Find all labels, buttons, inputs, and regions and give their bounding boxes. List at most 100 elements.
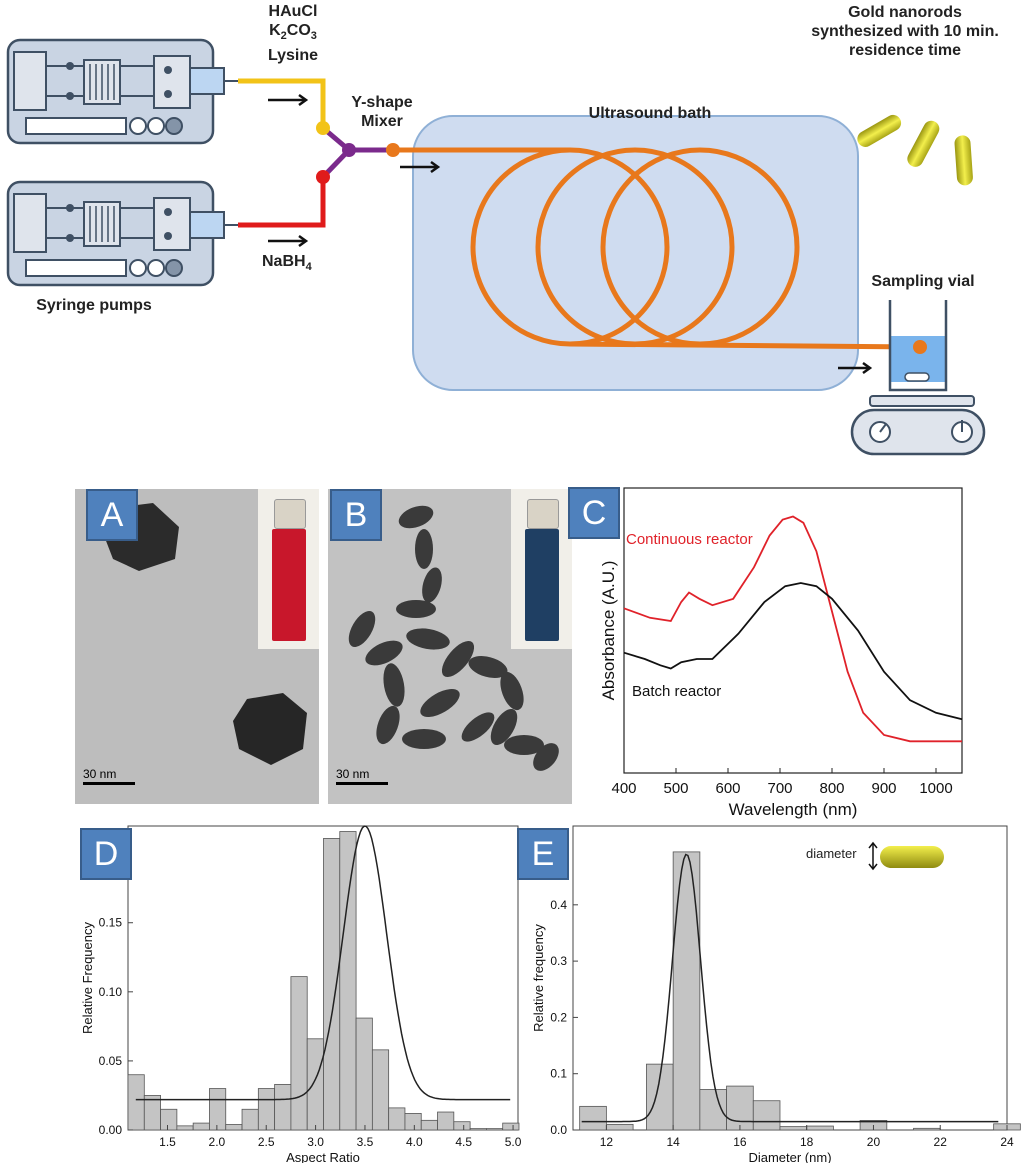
x-tick-label: 900: [871, 780, 896, 797]
histogram-bar: [192, 1122, 210, 1131]
histogram-bar: [209, 1088, 227, 1131]
y-axis-label: Relative Frequency: [80, 922, 95, 1034]
tube-red: [238, 177, 326, 228]
x-tick-label: 3.0: [307, 1135, 324, 1149]
histogram-bar: [241, 1108, 259, 1131]
histogram-bar: [420, 1119, 438, 1131]
diameter-inset-label: diameter: [806, 846, 857, 861]
panel-label-b: B: [330, 489, 382, 541]
x-tick-label: 16: [733, 1135, 747, 1149]
reactor-coil: [393, 147, 921, 350]
vial-photo-b: [511, 489, 572, 649]
x-tick-label: 700: [767, 780, 792, 797]
fit-curve: [135, 825, 511, 1101]
histogram-bar: [437, 1111, 455, 1131]
fit-curve: [581, 853, 999, 1123]
x-axis-label: Wavelength (nm): [729, 800, 858, 819]
reagent-label-bottom: NaBH4: [262, 253, 312, 274]
y-tick-label: 0.10: [99, 985, 123, 999]
ultrasound-bath: [412, 115, 859, 391]
histogram-bar: [127, 1074, 145, 1131]
panel-label-d: D: [80, 828, 132, 880]
histogram-bar: [486, 1128, 504, 1131]
histogram-bar: [579, 1105, 607, 1131]
reagent-k2co3: K2CO3: [269, 22, 317, 43]
y-tick-label: 0.15: [99, 916, 123, 930]
y-tick-label: 0.0: [550, 1123, 567, 1137]
flow-schematic: [6, 38, 986, 456]
x-tick-label: 4.5: [455, 1135, 472, 1149]
x-tick-label: 18: [800, 1135, 814, 1149]
y-mixer-junction: [342, 143, 356, 157]
y-tick-label: 0.2: [550, 1010, 567, 1024]
series-label-continuous: Continuous reactor: [626, 531, 753, 548]
x-axis-label: Diameter (nm): [748, 1150, 831, 1163]
histogram-bar: [274, 1083, 292, 1131]
reagent-label-top: HAuCl K2CO3 Lysine: [267, 3, 319, 65]
tem-image-a: 30 nm: [75, 489, 319, 804]
sampling-vial: [888, 300, 948, 392]
scale-bar-b: 30 nm: [336, 767, 388, 785]
histogram-bar: [779, 1126, 808, 1131]
series-line-continuous: [623, 515, 962, 743]
y-tick-label: 0.00: [99, 1123, 123, 1137]
panel-label-e: E: [517, 828, 569, 880]
nanorod-inset: [868, 841, 944, 871]
x-tick-label: 12: [600, 1135, 614, 1149]
histogram-bar: [453, 1121, 471, 1131]
y-tick-label: 0.05: [99, 1054, 123, 1068]
y-tick-label: 0.4: [550, 898, 567, 912]
histogram-bar: [160, 1108, 178, 1131]
syringe-pump-bottom: [6, 180, 238, 287]
x-tick-label: 2.5: [258, 1135, 275, 1149]
plot-frame: [572, 825, 1008, 1131]
y-axis-label: Absorbance (A.U.): [599, 561, 618, 701]
vial-photo-a: [258, 489, 319, 649]
absorbance-chart: 400 500 600 700 800 900 1000 Continuous reactor…: [599, 487, 963, 819]
x-tick-label: 5.0: [505, 1135, 522, 1149]
histogram-bar: [225, 1124, 243, 1131]
histogram-bar: [605, 1123, 634, 1131]
histogram-bar: [306, 1038, 324, 1131]
x-tick-label: 600: [715, 780, 740, 797]
histogram-bar: [143, 1095, 161, 1131]
histogram-bar: [672, 851, 701, 1131]
histogram-bar: [699, 1089, 727, 1131]
y-tick-label: 0.3: [550, 954, 567, 968]
x-tick-label: 22: [934, 1135, 948, 1149]
histogram-bar: [339, 831, 357, 1131]
x-tick-label: 14: [666, 1135, 680, 1149]
syringe-pump-top: [6, 38, 238, 145]
panel-label-a: A: [86, 489, 138, 541]
x-tick-label: 1.5: [159, 1135, 176, 1149]
histogram-bar: [469, 1128, 487, 1131]
syringe-pumps-label: Syringe pumps: [36, 297, 152, 314]
stirrer-plate: [850, 395, 986, 456]
histogram-bar: [388, 1107, 406, 1131]
x-tick-label: 24: [1000, 1135, 1014, 1149]
histogram-bar: [371, 1049, 390, 1131]
tube-yellow: [238, 78, 326, 128]
gold-nanorods-illustration: [857, 114, 973, 186]
histogram-bar: [176, 1125, 194, 1131]
x-tick-label: 500: [663, 780, 688, 797]
plot-frame: [623, 487, 963, 774]
histogram-bar: [404, 1113, 422, 1131]
histogram-bar: [806, 1125, 834, 1131]
x-axis-label: Aspect Ratio: [286, 1150, 360, 1163]
tem-image-b: 30 nm: [328, 489, 572, 804]
x-tick-label: 1000: [919, 780, 952, 797]
histogram-bar: [355, 1017, 373, 1131]
histogram-bar: [913, 1127, 941, 1131]
product-label: Gold nanorods synthesized with 10 min. r…: [811, 4, 999, 59]
x-tick-label: 400: [611, 780, 636, 797]
x-tick-label: 4.0: [406, 1135, 423, 1149]
x-tick-label: 3.5: [357, 1135, 374, 1149]
x-tick-label: 20: [867, 1135, 881, 1149]
series-line-batch: [623, 582, 963, 721]
histogram-bar: [323, 838, 341, 1131]
x-tick-label: 2.0: [209, 1135, 226, 1149]
x-tick-label: 800: [819, 780, 844, 797]
